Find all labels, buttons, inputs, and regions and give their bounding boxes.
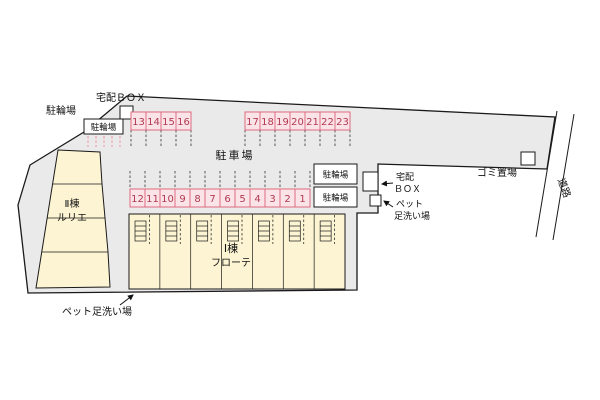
parking-space-number: 15: [162, 117, 175, 128]
building-1: Ⅰ棟 フローテ: [128, 213, 346, 290]
parking-space-number: 4: [254, 194, 260, 205]
bike-parking-box-right-lower: [313, 186, 358, 208]
parking-space-number: 21: [306, 117, 319, 128]
bike-area-top-left-label: 駐輪場: [46, 104, 76, 117]
building-1-units: [134, 214, 335, 289]
building-1-outline: [128, 213, 346, 290]
bike-stall-dividers-left: [87, 136, 121, 147]
parking-space-number: 6: [224, 194, 230, 205]
pet-wash-right-label-line1: ペット: [396, 200, 423, 210]
parking-space-number: 19: [276, 117, 289, 128]
delivery-box-top-label: 宅配ＢＯＸ: [96, 91, 146, 104]
delivery-box-right: [362, 171, 379, 192]
bike-parking-box-right-upper-label: 駐輪場: [323, 170, 349, 181]
parking-space-number: 16: [177, 117, 190, 128]
parking-space-number: 7: [209, 194, 215, 205]
bike-parking-box-right-upper: [313, 163, 358, 185]
parking-space: [334, 111, 351, 131]
pet-wash-bottom-arrow: [119, 294, 134, 306]
parking-space-number: 13: [132, 117, 145, 128]
bike-parking-box-left: [83, 118, 124, 135]
parking-space-number: 18: [261, 117, 274, 128]
building-2-number-label: Ⅱ棟: [65, 197, 80, 210]
pet-wash-station-right: [369, 194, 382, 207]
parking-space: [175, 111, 192, 131]
delivery-right-label-line2: ＢＯＸ: [394, 185, 421, 195]
parking-space-number: 1: [299, 194, 305, 205]
parking-space-number: 23: [336, 117, 349, 128]
road-edge-line: [535, 110, 558, 238]
building-2-name-label: ルリエ: [57, 213, 87, 224]
parking-space-number: 22: [321, 117, 334, 128]
building-1-name-label: フローテ: [211, 258, 251, 269]
delivery-box-right-arrow: [381, 180, 394, 187]
parking-space-number: 2: [284, 194, 290, 205]
building-2: Ⅱ棟 ルリエ: [35, 149, 111, 289]
road-edge-line: [552, 113, 575, 241]
road-label: 道路: [555, 176, 574, 199]
pet-wash-bottom-label: ペット足洗い場: [62, 305, 132, 318]
bike-parking-box-right-lower-label: 駐輪場: [323, 193, 349, 204]
top-left-facilities: 駐輪場 宅配ＢＯＸ 駐輪場: [46, 91, 146, 147]
bike-parking-box-left-label: 駐輪場: [91, 122, 117, 133]
building-1-number-label: Ⅰ棟: [224, 241, 238, 255]
pet-wash-right-arrow: [383, 200, 394, 208]
garbage-area-label: ゴミ置場: [477, 166, 517, 179]
parking-space-number: 11: [146, 194, 159, 205]
pet-wash-bottom: ペット足洗い場: [62, 294, 134, 318]
bike-parking-right: 駐輪場 駐輪場: [313, 163, 358, 208]
parking-lot-label: 駐車場: [216, 148, 255, 162]
delivery-right-label-line1: 宅配: [396, 171, 414, 183]
parking-space-number: 12: [131, 194, 144, 205]
parking-space-number: 8: [194, 194, 200, 205]
pet-wash-right-label-line2: 足洗い場: [394, 210, 430, 222]
parking-space-number: 3: [269, 194, 275, 205]
parking-space: [294, 188, 311, 208]
garbage-area-box: [520, 151, 536, 166]
building-2-outline: [35, 149, 111, 289]
parking-space-number: 9: [179, 194, 185, 205]
parking-space-number: 17: [246, 117, 259, 128]
parking-space-number: 5: [239, 194, 245, 205]
right-facilities: 宅配 ＢＯＸ ペット 足洗い場 ゴミ置場: [362, 151, 536, 222]
parking-space-number: 14: [147, 117, 160, 128]
parking-space-number: 20: [291, 117, 304, 128]
parking-space-number: 10: [161, 194, 174, 205]
